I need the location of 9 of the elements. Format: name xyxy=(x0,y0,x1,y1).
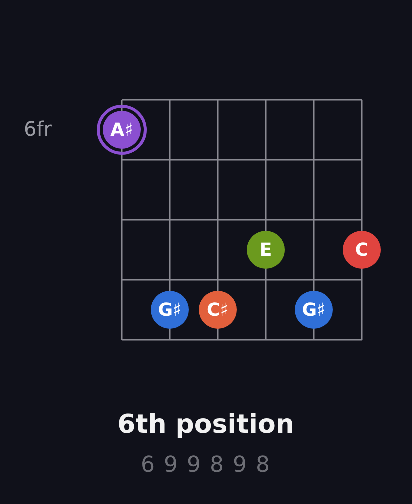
note-dot: C♯ xyxy=(199,291,237,329)
position-title: 6th position xyxy=(118,410,294,440)
fret-number: 6fr xyxy=(24,117,52,141)
root-note-dot: A♯ xyxy=(97,105,147,155)
note-dot: G♯ xyxy=(151,291,189,329)
note-dot: C xyxy=(343,231,381,269)
note-dot: E xyxy=(247,231,285,269)
fret-sequence: 6 9 9 8 9 8 xyxy=(141,453,271,478)
note-dot: G♯ xyxy=(295,291,333,329)
